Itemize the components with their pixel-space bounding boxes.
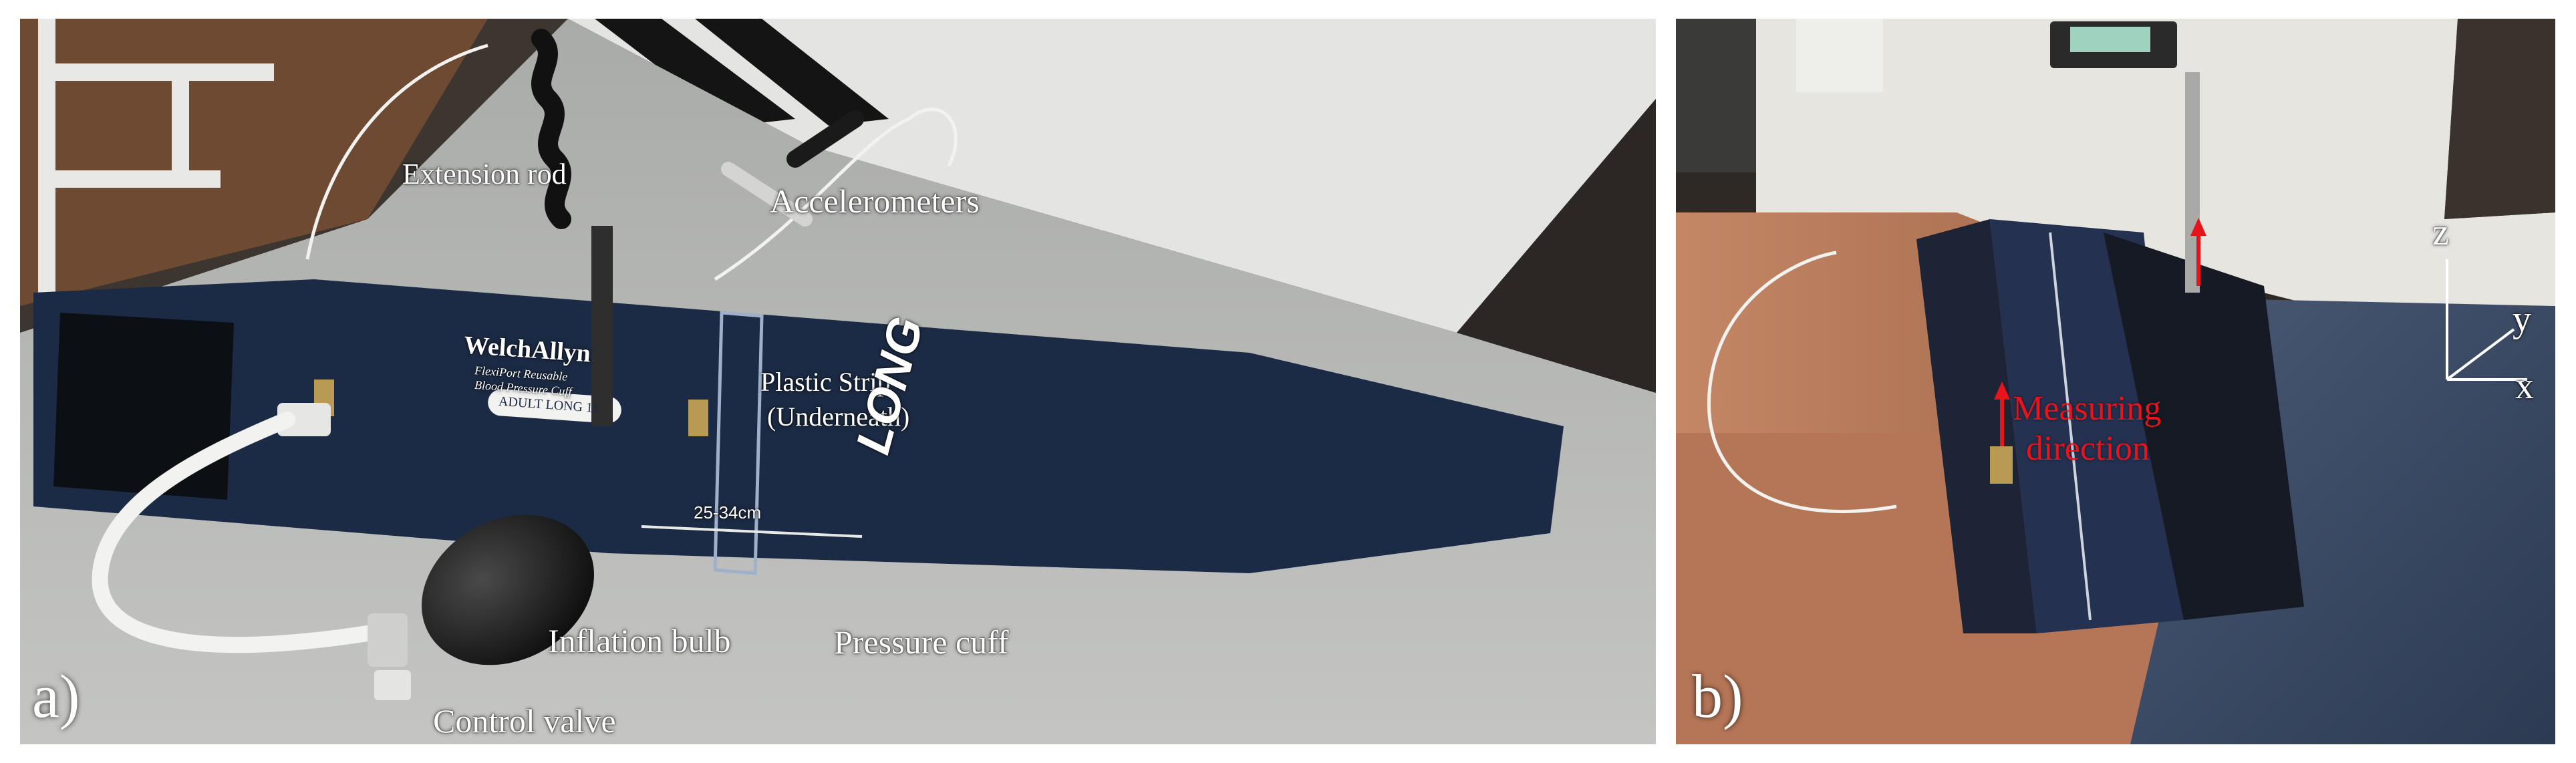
extension-rod-b bbox=[2185, 72, 2200, 293]
dark-background-right bbox=[2444, 19, 2555, 219]
inflation-bulb bbox=[422, 514, 594, 665]
axis-y-label: y bbox=[2513, 299, 2531, 340]
white-cables bbox=[305, 43, 958, 281]
label-inflation-bulb: Inflation bulb bbox=[548, 622, 731, 659]
range-ruler bbox=[641, 525, 863, 538]
panel-b-scene bbox=[1676, 19, 2555, 744]
sensor-cable bbox=[1707, 251, 1897, 513]
axis-x-label: x bbox=[2515, 365, 2534, 407]
label-measuring-direction: Measuring direction bbox=[2013, 389, 2161, 469]
cuff-stitch bbox=[2049, 232, 2092, 621]
control-valve bbox=[368, 613, 408, 667]
metal-rod bbox=[721, 162, 813, 226]
chair-frame bbox=[38, 19, 274, 299]
label-plastic-strip-line1: Plastic Strip bbox=[760, 367, 891, 397]
label-extension-rod: Extension rod bbox=[402, 158, 567, 190]
label-plastic-strip: Plastic Strip (Underneath) bbox=[760, 365, 909, 434]
white-table-b bbox=[1756, 19, 2555, 366]
label-control-valve: Control valve bbox=[433, 702, 616, 740]
coiled-cable bbox=[531, 29, 571, 229]
valve-knob bbox=[374, 670, 411, 700]
black-strap-2 bbox=[695, 19, 889, 126]
cable-connector bbox=[277, 403, 331, 436]
panel-b-photo: Measuring direction z y x b) bbox=[1676, 19, 2555, 744]
rod-handle bbox=[786, 110, 864, 168]
panel-a-photo: Extension rod Accelerometers Plastic Str… bbox=[20, 19, 1656, 744]
black-strap-1 bbox=[595, 19, 795, 126]
data-logger-screen bbox=[2070, 27, 2150, 52]
accelerometer-b bbox=[1990, 446, 2013, 484]
pressure-cuff-body bbox=[33, 279, 1564, 573]
red-arrowhead-rod bbox=[2190, 218, 2206, 236]
velcro-patch bbox=[53, 313, 234, 500]
bulb-hose bbox=[92, 412, 376, 653]
plastic-strip bbox=[713, 311, 764, 575]
dark-corner bbox=[1457, 99, 1656, 393]
size-pill bbox=[488, 389, 621, 424]
panel-a-scene bbox=[20, 19, 1656, 744]
equipment-cabinet bbox=[1676, 19, 1756, 172]
extension-rod bbox=[591, 226, 613, 426]
label-plastic-strip-line2: (Underneath) bbox=[767, 402, 910, 432]
panel-b-tag: b) bbox=[1692, 662, 1743, 730]
cuff-range-text: 25-34cm bbox=[694, 502, 762, 522]
white-cylinder bbox=[1796, 19, 1883, 92]
axes-glyph bbox=[2446, 259, 2527, 381]
label-measuring-line1: Measuring bbox=[2013, 390, 2162, 428]
label-pressure-cuff: Pressure cuff bbox=[834, 623, 1009, 661]
label-measuring-line2: direction bbox=[2026, 429, 2150, 468]
accelerometer-right bbox=[688, 400, 708, 436]
cuff-wrap-right bbox=[2104, 233, 2304, 620]
label-accelerometers: Accelerometers bbox=[770, 182, 980, 220]
cuff-wrap-left bbox=[1916, 219, 2037, 633]
wooden-floor bbox=[20, 19, 488, 306]
axis-z-label: z bbox=[2432, 212, 2449, 253]
panel-a-tag: a) bbox=[32, 662, 80, 730]
red-arrowhead-sensor bbox=[1994, 382, 2010, 400]
